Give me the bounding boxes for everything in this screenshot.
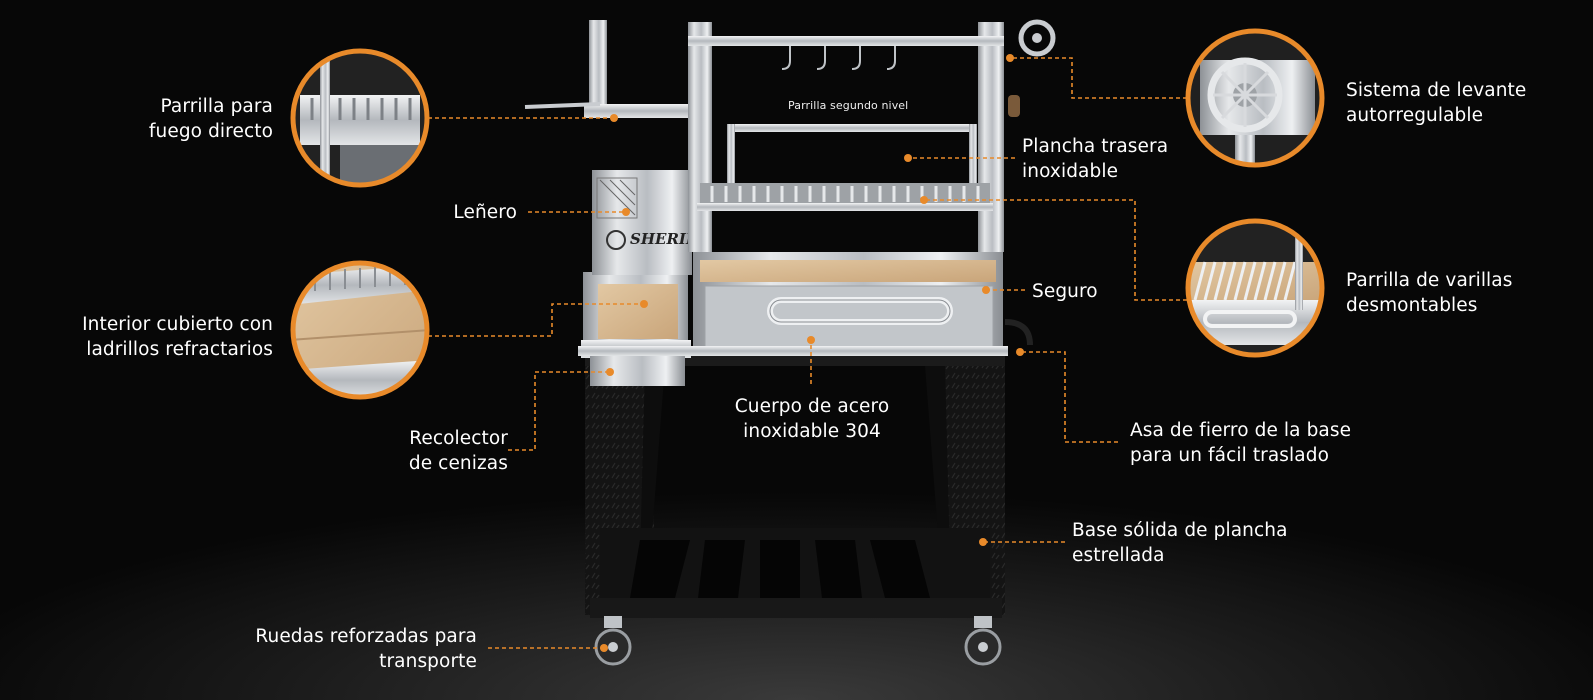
wheels [594,616,1002,666]
zoom-direct-grill [290,48,430,188]
zoom-refractory-bricks [290,260,430,400]
callout-lines [428,54,1187,652]
label-direct-fire-grill: Parrilla para fuego directo [148,96,273,142]
cart-base [585,319,1033,618]
label-wheels: Ruedas reforzadas para transporte [255,626,477,672]
label-iron-handle: Asa de fierro de la base para un fácil t… [1130,420,1352,466]
label-stainless-body: Cuerpo de acero inoxidable 304 [734,396,890,442]
label-lift-system: Sistema de levante autorregulable [1346,80,1527,126]
wood-box: SHERIFF [592,170,709,275]
label-solid-base: Base sólida de plancha estrellada [1072,520,1288,566]
label-refractory-interior: Interior cubierto con ladrillos refracta… [82,314,273,360]
label-second-level-grill: Parrilla segundo nivel [788,99,909,112]
zoom-removable-rods [1185,218,1325,358]
steel-body [578,252,1008,386]
upper-frame [524,19,1056,252]
label-lock: Seguro [1032,281,1098,302]
label-wood-box: Leñero [453,202,517,223]
zoom-lift-system [1185,28,1325,168]
label-back-plate: Plancha trasera inoxidable [1022,136,1169,182]
label-removable-rods: Parrilla de varillas desmontables [1346,270,1513,316]
label-ash-collector: Recolector de cenizas [408,428,508,474]
